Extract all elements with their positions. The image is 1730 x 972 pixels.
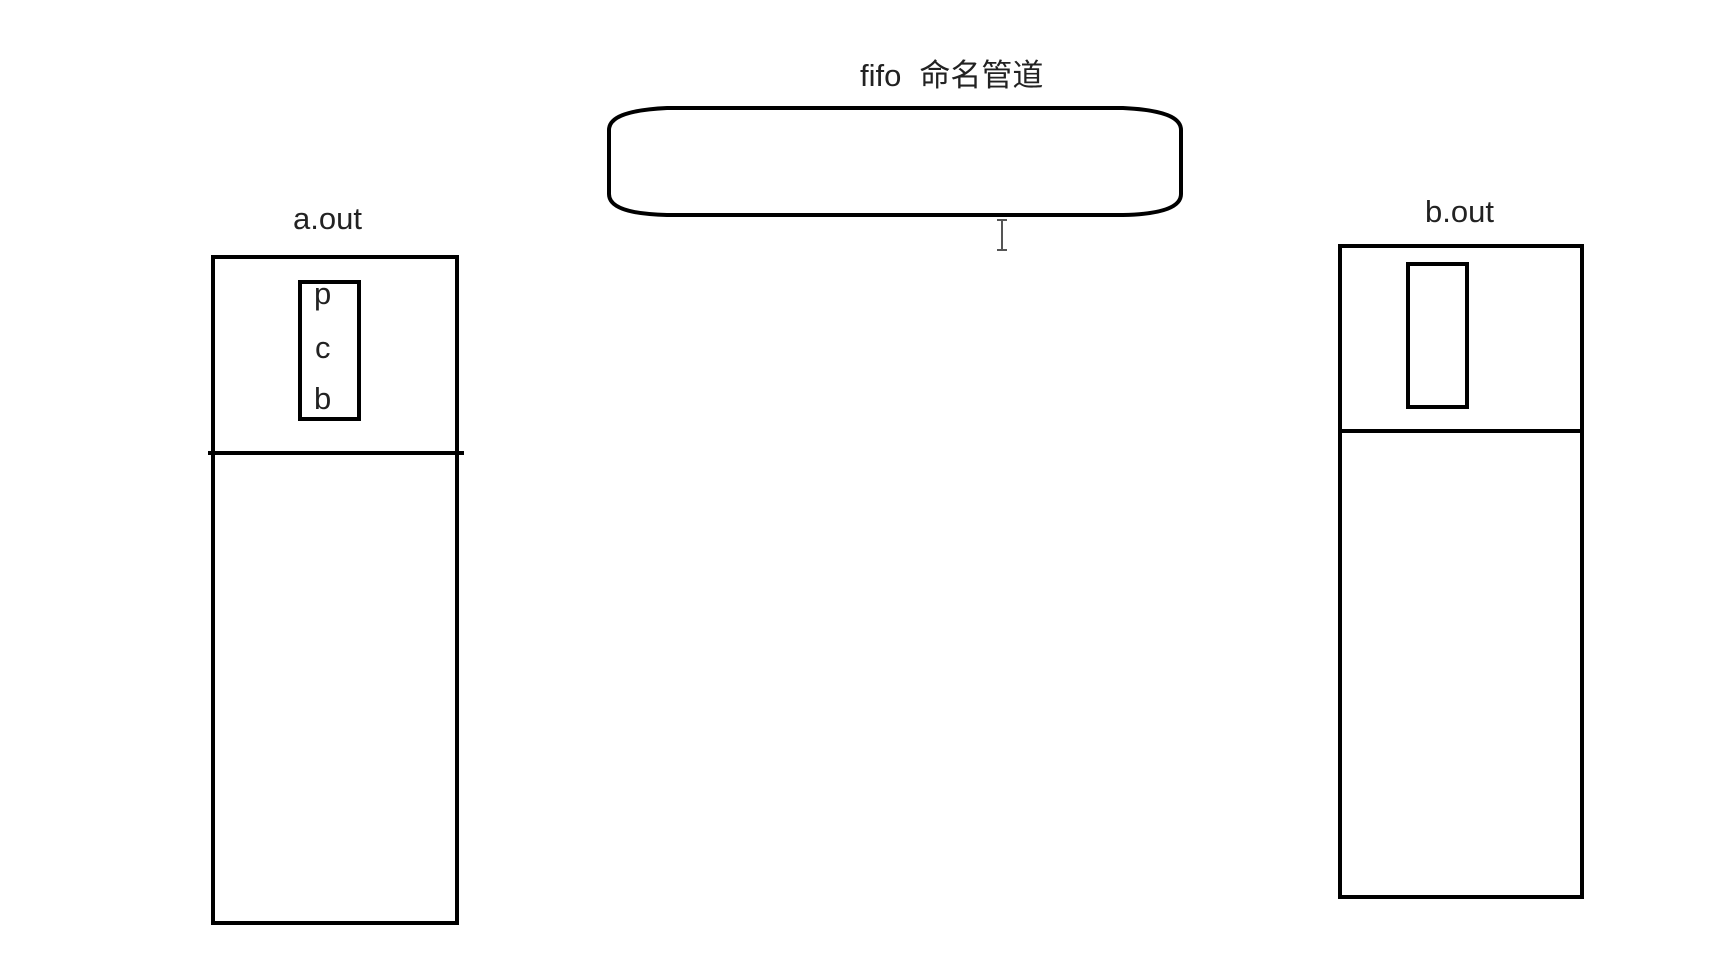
slot-letter-c: c (315, 330, 331, 365)
slot-letter-p: p (314, 276, 332, 311)
process-b-label: b.out (1425, 194, 1494, 229)
pipe-title-en: fifo (860, 58, 902, 93)
process-a-divider (208, 451, 464, 455)
pipe-title-zh: 命名管道 (919, 58, 1044, 94)
text-cursor-icon (997, 219, 1007, 251)
slot-letter-b: b (314, 381, 332, 416)
process-b-divider (1338, 429, 1584, 433)
process-b-inner-box (1406, 262, 1469, 409)
process-a-inner-box (298, 280, 361, 421)
process-a-label: a.out (293, 201, 362, 236)
fifo-pipe-shape (607, 106, 1183, 217)
pipe-title: fifo 命名管道 (860, 60, 1043, 92)
